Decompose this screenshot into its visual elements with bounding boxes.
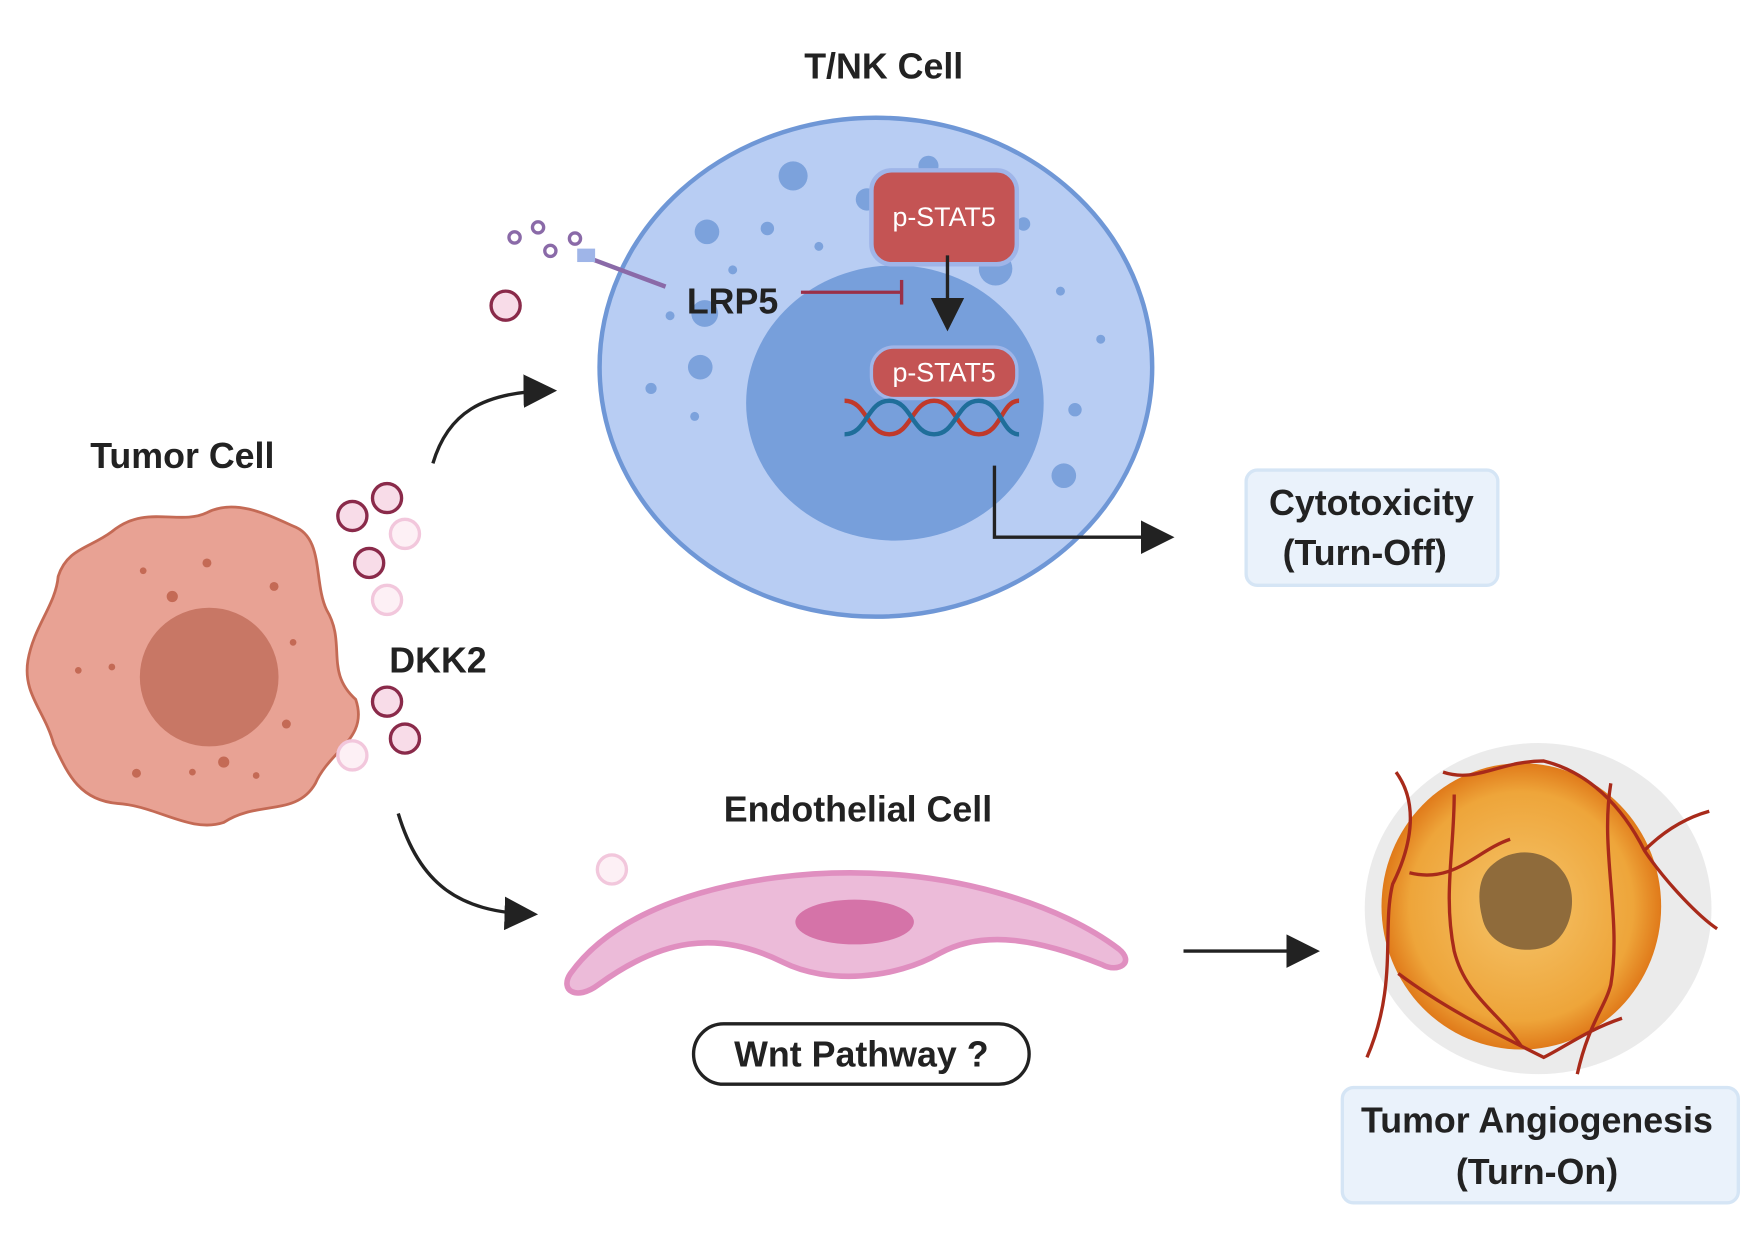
arrow-to-endothelial	[396, 813, 539, 931]
tnk-cell-label: T/NK Cell	[804, 47, 963, 87]
tumor-cell	[25, 505, 360, 827]
lrp5-label: LRP5	[687, 281, 778, 321]
svg-text:p-STAT5: p-STAT5	[892, 358, 995, 388]
endothelial-cell	[564, 870, 1129, 996]
svg-text:Tumor Angiogenesis: Tumor Angiogenesis	[1361, 1100, 1713, 1140]
dkk2-label: DKK2	[389, 641, 486, 681]
lrp5-receptor-icon	[507, 220, 667, 289]
cytotoxicity-arrow	[992, 465, 1175, 555]
svg-text:p-STAT5: p-STAT5	[892, 202, 995, 232]
inhibition-line	[800, 279, 904, 305]
dkk2-proteins	[336, 289, 629, 886]
dna-icon	[844, 398, 1020, 437]
svg-text:(Turn-On): (Turn-On)	[1456, 1152, 1618, 1192]
vascularized-tumor-icon	[1364, 743, 1719, 1075]
wnt-pathway-label: Wnt Pathway ?	[691, 1022, 1031, 1086]
pstat5-nucleus: p-STAT5	[869, 345, 1019, 401]
svg-text:Wnt Pathway ?: Wnt Pathway ?	[734, 1034, 988, 1074]
endothelial-cell-label: Endothelial Cell	[724, 789, 992, 829]
arrow-to-tnk	[431, 374, 558, 464]
svg-text:(Turn-Off): (Turn-Off)	[1283, 533, 1447, 573]
pstat5-cytoplasm: p-STAT5	[869, 168, 1020, 267]
svg-text:Cytotoxicity: Cytotoxicity	[1269, 483, 1474, 523]
tumor-cell-label: Tumor Cell	[90, 436, 274, 476]
cytotoxicity-box: Cytotoxicity (Turn-Off)	[1244, 468, 1500, 588]
angiogenesis-box: Tumor Angiogenesis (Turn-On)	[1340, 1085, 1741, 1205]
